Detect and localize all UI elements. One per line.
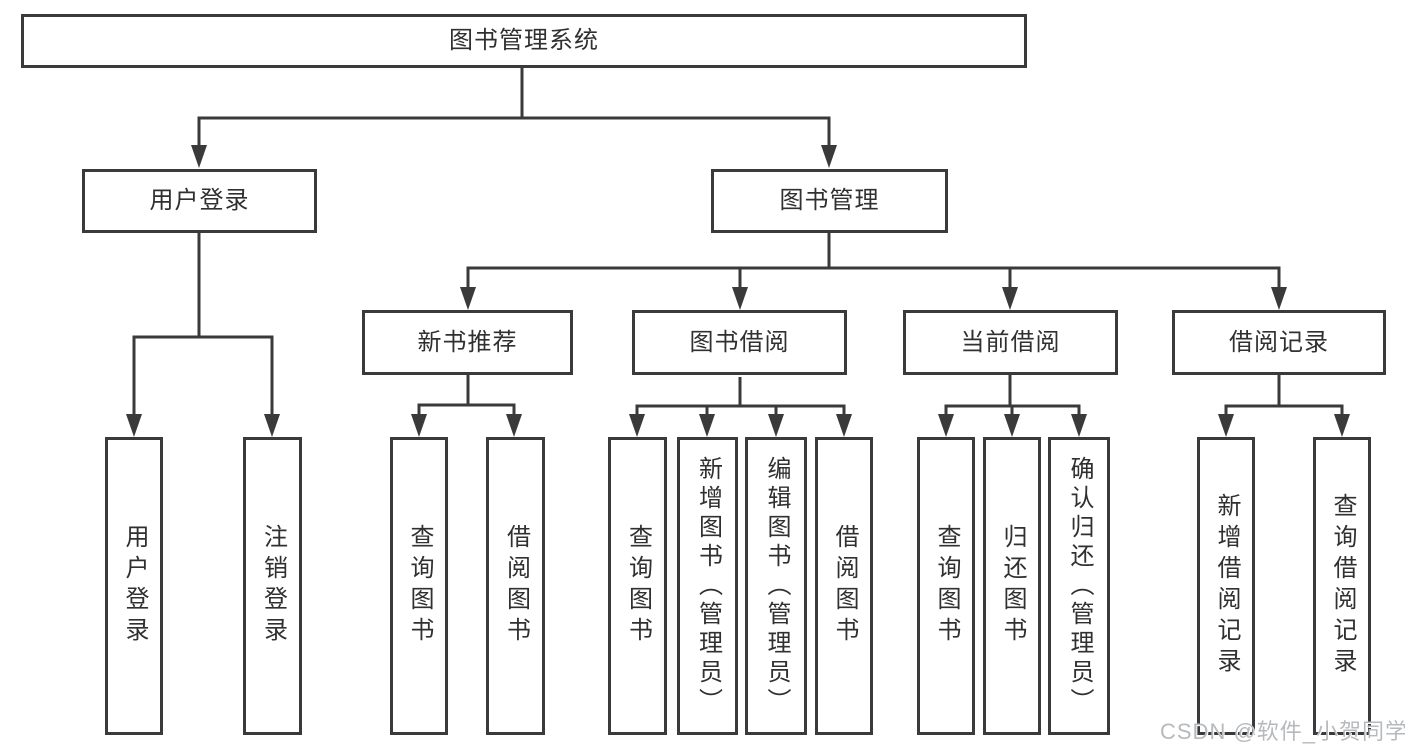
node-book-management: 图书管理 — [711, 169, 948, 233]
arrowhead — [768, 414, 784, 437]
arrowhead — [1004, 414, 1020, 437]
connector-root-to-level2 — [197, 68, 831, 148]
node-leaf-bb-add-book-admin: 新增图书（管理员） — [677, 437, 738, 735]
node-leaf-br-add-record: 新增借阅记录 — [1197, 437, 1255, 735]
node-leaf-nbr-query-books: 查询图书 — [390, 437, 448, 735]
arrowhead — [629, 414, 645, 437]
node-root: 图书管理系统 — [21, 14, 1027, 68]
node-user-login: 用户登录 — [82, 169, 317, 233]
node-leaf-user-login: 用户登录 — [105, 437, 163, 735]
connector-book-borrowing-children — [635, 377, 846, 417]
node-leaf-nbr-borrow-books: 借阅图书 — [486, 437, 545, 735]
connector-borrowing-records-children — [1224, 375, 1344, 417]
node-leaf-bb-borrow-books: 借阅图书 — [815, 437, 873, 735]
node-new-book-recommend: 新书推荐 — [362, 310, 573, 375]
node-leaf-logout: 注销登录 — [243, 437, 302, 735]
arrowhead — [1071, 414, 1087, 437]
arrowhead — [191, 145, 207, 168]
node-leaf-cb-confirm-return-admin: 确认归还（管理员） — [1048, 437, 1110, 735]
watermark: CSDN @软件_小贺同学 — [1160, 719, 1405, 744]
node-leaf-cb-return-books: 归还图书 — [983, 437, 1041, 735]
node-leaf-cb-query-books: 查询图书 — [917, 437, 975, 735]
node-current-borrowing: 当前借阅 — [903, 310, 1118, 375]
arrowhead — [699, 414, 715, 437]
node-leaf-bb-query-books: 查询图书 — [608, 437, 667, 735]
connector-current-borrowing-children — [944, 375, 1081, 417]
arrowhead — [1002, 287, 1018, 310]
connector-book-management-children — [466, 233, 1281, 290]
node-leaf-br-query-record: 查询借阅记录 — [1313, 437, 1371, 735]
arrowhead — [821, 145, 837, 168]
arrowhead — [1218, 414, 1234, 437]
node-leaf-bb-edit-book-admin: 编辑图书（管理员） — [745, 437, 807, 735]
arrowhead — [264, 414, 280, 437]
arrowhead — [836, 414, 852, 437]
arrowhead — [938, 414, 954, 437]
arrowhead — [126, 414, 142, 437]
connector-new-book-recommend-children — [417, 375, 516, 417]
arrowhead — [506, 414, 522, 437]
node-borrowing-records: 借阅记录 — [1172, 310, 1386, 375]
arrowhead — [460, 287, 476, 310]
arrowhead — [1271, 287, 1287, 310]
arrowhead — [1334, 414, 1350, 437]
node-book-borrowing: 图书借阅 — [632, 310, 847, 375]
arrowhead — [411, 414, 427, 437]
arrowhead — [732, 287, 748, 310]
connector-user-login-children — [132, 233, 274, 417]
